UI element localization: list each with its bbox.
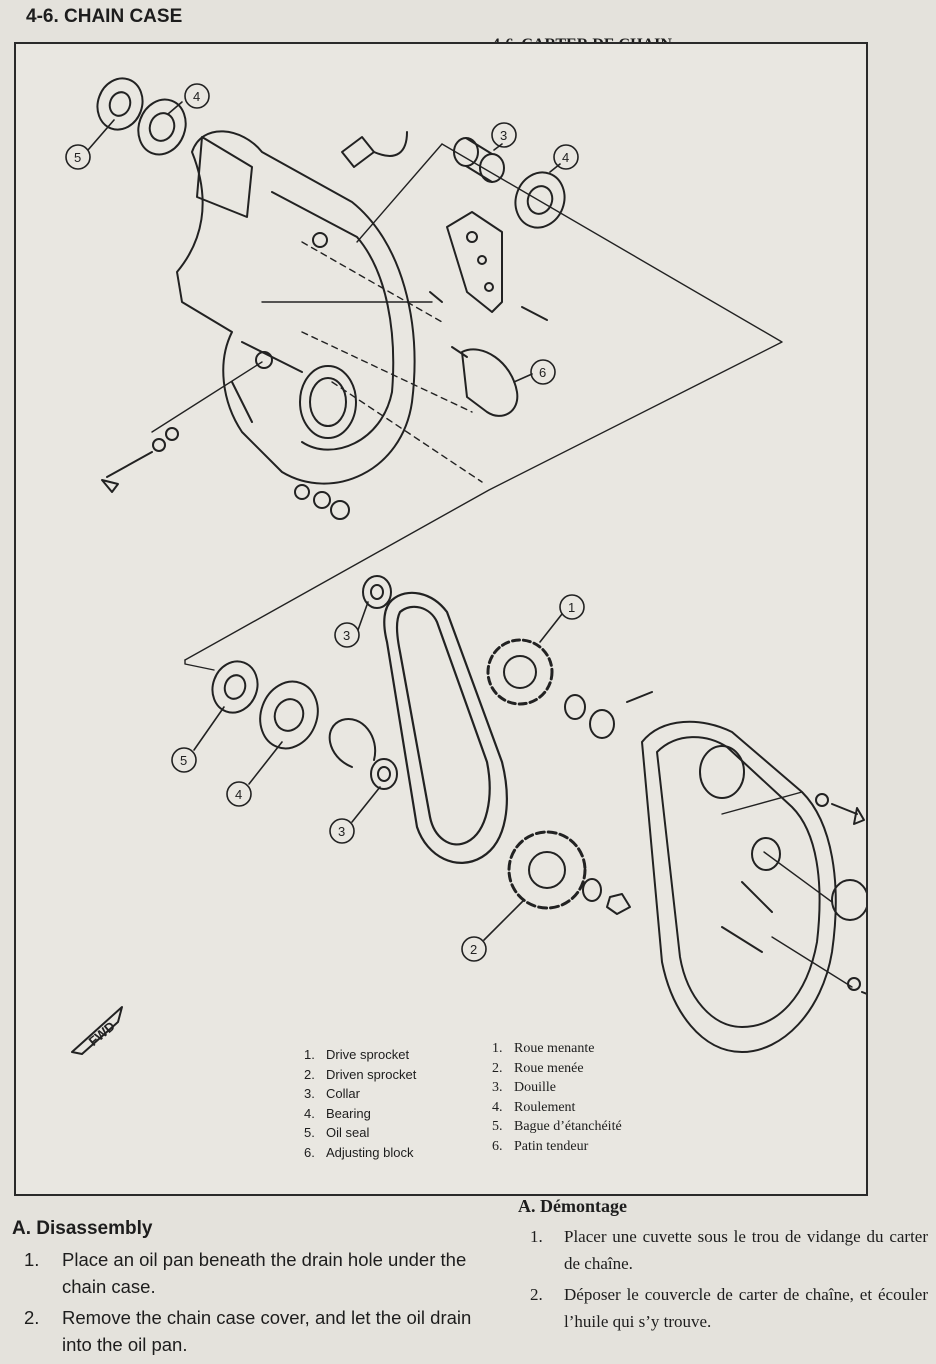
- instruction-step: 1.Place an oil pan beneath the drain hol…: [24, 1249, 467, 1297]
- instruction-step: 1.Placer une cuvette sous le trou de vid…: [530, 1227, 928, 1273]
- collar-lower-top-icon: [362, 575, 392, 609]
- svg-text:4: 4: [235, 787, 242, 802]
- callout-4-top: 4: [167, 83, 210, 115]
- callout-2: 2: [461, 899, 525, 962]
- callout-6: 6: [513, 359, 556, 385]
- svg-text:3: 3: [343, 628, 350, 643]
- callout-3-middle: 3: [334, 601, 369, 648]
- svg-text:5: 5: [74, 150, 81, 165]
- adjuster-plate-icon: [429, 211, 548, 321]
- legend-item: 2.Roue menée: [492, 1060, 584, 1076]
- diagram-frame: FWD 5 4 3 4 6 3 1 5 4 3: [14, 42, 868, 1196]
- legend-item: 5.Oil seal: [304, 1125, 370, 1141]
- oil-seal-top-icon: [96, 77, 144, 131]
- parts-legend-fr: 1.Roue menante 2.Roue menée 3.Douille 4.…: [492, 1039, 622, 1157]
- cover-bolt-top-icon: [815, 793, 865, 825]
- legend-item: 6.Patin tendeur: [492, 1138, 589, 1154]
- circlip-icon: [328, 718, 377, 768]
- driven-sprocket-icon: [507, 830, 631, 915]
- collar-top-icon: [453, 137, 505, 183]
- drive-chain-icon: [383, 591, 508, 864]
- oil-seal-lower-icon: [211, 660, 259, 714]
- section-heading: A. Disassembly: [12, 1218, 153, 1239]
- bolt-washer-left-icon: [101, 427, 179, 493]
- forward-arrow-label: FWD: [86, 1018, 118, 1049]
- legend-item: 1.Drive sprocket: [304, 1047, 410, 1062]
- bearing-top-icon: [137, 98, 187, 156]
- svg-text:3: 3: [338, 824, 345, 839]
- bearing-top-right-icon: [514, 171, 566, 229]
- instruction-step: 2.Remove the chain case cover, and let t…: [24, 1307, 472, 1355]
- washer-nut-right-icon: [564, 691, 653, 739]
- legend-item: 5.Bague d’étanchéité: [492, 1119, 622, 1135]
- forward-arrow-icon: [71, 1006, 123, 1055]
- svg-text:2: 2: [470, 942, 477, 957]
- drive-sprocket-icon: [486, 638, 554, 706]
- callout-4-lower: 4: [226, 741, 283, 807]
- svg-text:6: 6: [539, 365, 546, 380]
- callout-1: 1: [539, 594, 585, 643]
- legend-item: 4.Roulement: [492, 1099, 576, 1115]
- section-title-en: 4-6. CHAIN CASE: [26, 6, 183, 27]
- legend-item: 3.Douille: [492, 1080, 556, 1096]
- callout-4-top-right: 4: [549, 144, 579, 173]
- callout-5-lower: 5: [171, 706, 225, 773]
- chain-case-cover-icon: [641, 720, 837, 1053]
- parts-legend-en: 1.Drive sprocket 2.Driven sprocket 3.Col…: [304, 1045, 416, 1163]
- cover-plug-icon: [831, 879, 866, 921]
- legend-item: 2.Driven sprocket: [304, 1066, 417, 1082]
- svg-text:1: 1: [568, 600, 575, 615]
- svg-text:5: 5: [180, 753, 187, 768]
- legend-item: 6.Adjusting block: [304, 1144, 414, 1160]
- nut-washer-center-icon: [294, 484, 350, 520]
- bearing-lower-icon: [259, 680, 319, 750]
- exploded-view-diagram: FWD 5 4 3 4 6 3 1 5 4 3: [65, 77, 866, 1055]
- instruction-step: 2.Déposer le couvercle de carter de chaî…: [530, 1285, 928, 1331]
- disassembly-section-en: A. Disassembly 1.Place an oil pan beneat…: [12, 1218, 472, 1362]
- drain-fitting-icon: [341, 131, 408, 168]
- legend-item: 1.Roue menante: [492, 1041, 595, 1056]
- callout-3-top: 3: [491, 122, 517, 151]
- svg-text:3: 3: [500, 128, 507, 143]
- chain-case-housing-icon: [176, 130, 416, 485]
- section-heading: A. Démontage: [518, 1196, 627, 1216]
- adjusting-block-icon: [451, 346, 519, 417]
- svg-text:4: 4: [193, 89, 200, 104]
- cover-bolt-bottom-icon: [847, 977, 866, 995]
- legend-item: 4.Bearing: [304, 1105, 371, 1121]
- collar-lower-icon: [370, 758, 398, 790]
- callout-5-top: 5: [65, 119, 115, 170]
- svg-text:4: 4: [562, 150, 569, 165]
- callout-3-lower: 3: [329, 786, 381, 844]
- disassembly-section-fr: A. Démontage 1.Placer une cuvette sous l…: [518, 1196, 928, 1339]
- legend-item: 3.Collar: [304, 1086, 360, 1102]
